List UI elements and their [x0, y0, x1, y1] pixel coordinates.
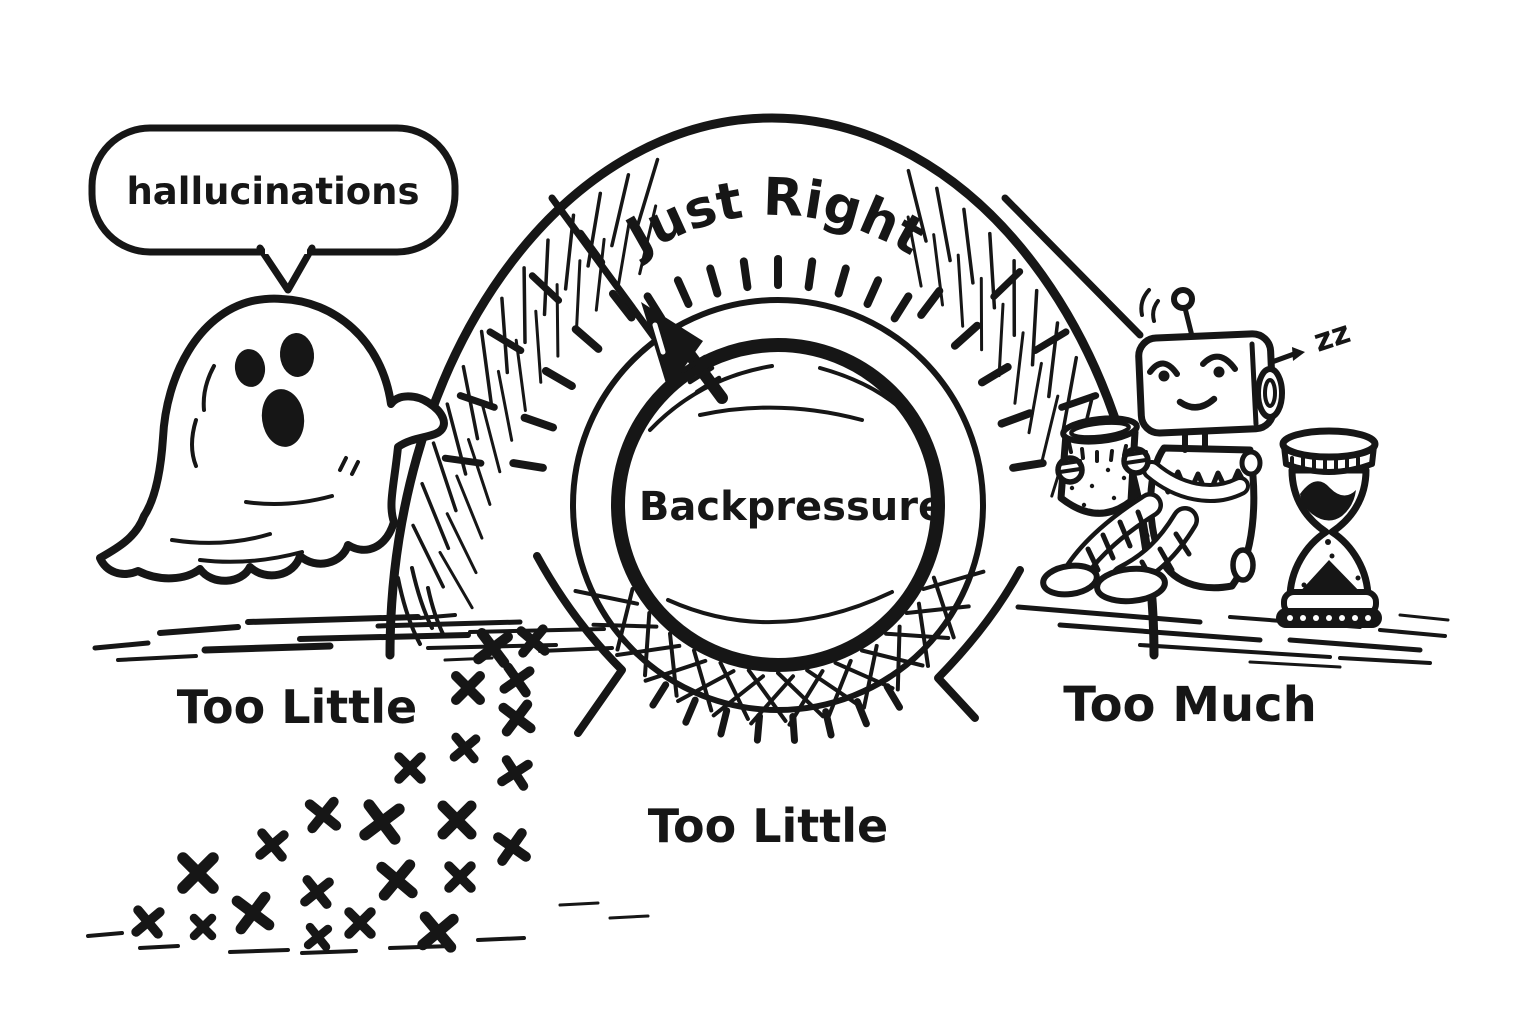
- label-too-little-left: Too Little: [177, 680, 418, 734]
- x-mark: [444, 861, 476, 893]
- x-mark: [451, 671, 485, 705]
- robot-smile: [1176, 395, 1218, 411]
- x-mark: [177, 852, 219, 894]
- x-mark: [417, 911, 459, 953]
- hourglass-sand-top: [1300, 481, 1356, 521]
- gauge-band-notch-right: [934, 566, 1024, 722]
- ghost-fold-lines: [170, 364, 360, 564]
- gauge: Backpressure: [385, 113, 1159, 744]
- ghost-right-eye: [279, 333, 315, 377]
- x-mark: [437, 800, 477, 840]
- speech-bubble-tail: [256, 244, 316, 294]
- x-mark: [498, 699, 536, 737]
- robot-shoulder-bolt: [1239, 449, 1263, 477]
- tick-marks-bottom: [649, 681, 903, 744]
- x-mark: [449, 732, 481, 764]
- x-mark: [344, 907, 376, 939]
- speech-bubble: hallucinations: [88, 124, 459, 294]
- x-mark: [394, 752, 426, 784]
- label-too-much: Too Much: [1063, 677, 1317, 733]
- hourglass-sand-bottom: [1296, 560, 1364, 596]
- robot-right-eye: [1200, 353, 1238, 372]
- robot-ear: [1255, 366, 1285, 420]
- ghost-left-eye: [234, 349, 266, 387]
- ground-lines-right: [1015, 604, 1450, 669]
- gauge-band-hatch-left: [411, 157, 660, 610]
- sleep-arrow-icon: [1269, 347, 1305, 365]
- robot-legs: [1040, 492, 1199, 605]
- x-mark: [304, 796, 342, 834]
- dial-label: Backpressure: [639, 484, 945, 530]
- robot-side-roller: [1230, 547, 1256, 583]
- scattered-x-marks: [131, 624, 550, 953]
- x-mark: [300, 875, 334, 909]
- tick-marks-left: [441, 229, 636, 472]
- x-mark: [473, 628, 513, 668]
- ghost-mouth: [261, 389, 305, 447]
- dial-inner-ring: [611, 338, 945, 672]
- x-mark: [231, 891, 275, 935]
- x-mark: [376, 859, 418, 901]
- x-mark: [497, 755, 533, 791]
- x-mark: [131, 905, 165, 939]
- gauge-outer-arc: [385, 113, 1159, 660]
- hourglass-cap: [1279, 427, 1379, 461]
- x-mark: [499, 662, 535, 698]
- robot-jar: [1057, 415, 1140, 517]
- x-mark: [189, 913, 217, 941]
- dial-shadow-hatch: [573, 569, 986, 727]
- robot-head: [1135, 287, 1285, 453]
- hourglass-base-dots: [1287, 615, 1371, 621]
- x-mark: [516, 624, 550, 658]
- robot-hands: [1055, 446, 1151, 485]
- x-mark: [255, 828, 289, 862]
- robot-antenna: [1182, 305, 1195, 339]
- speech-bubble-text: hallucinations: [126, 170, 419, 213]
- x-mark: [359, 799, 405, 845]
- gauge-band-notch-left: [533, 552, 626, 737]
- gauge-sector-divider-right: [1001, 194, 1144, 339]
- x-mark: [493, 828, 531, 866]
- hourglass-illustration: [1276, 427, 1382, 628]
- gauge-needle-arrow-icon: [641, 302, 728, 404]
- x-mark: [303, 922, 333, 952]
- label-too-little-bottom: Too Little: [648, 799, 889, 853]
- ghost-illustration: [96, 294, 448, 585]
- sleeping-robot-illustration: zz: [1040, 287, 1355, 605]
- antenna-motion-marks: [1139, 288, 1160, 323]
- robot-left-eye: [1147, 360, 1180, 377]
